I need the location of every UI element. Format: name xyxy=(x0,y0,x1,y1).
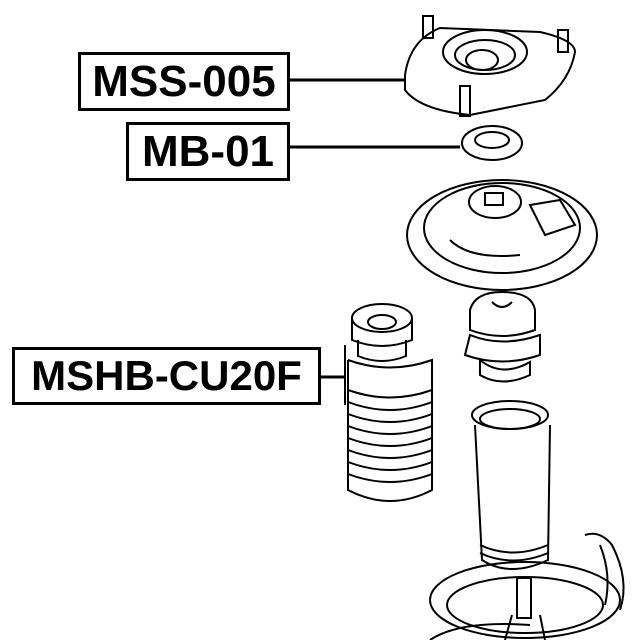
part-label-mb-01: MB-01 xyxy=(126,122,290,181)
strut-mount-top xyxy=(404,15,577,117)
coil-spring xyxy=(429,532,625,640)
part-number: MSHB-CU20F xyxy=(31,352,302,399)
dust-cover-tube xyxy=(471,400,551,570)
spring-seat xyxy=(406,179,598,291)
strut-bearing xyxy=(461,125,523,161)
part-label-mss-005: MSS-005 xyxy=(78,52,290,111)
part-number: MB-01 xyxy=(141,126,275,176)
bump-stop xyxy=(463,290,541,383)
part-number: MSS-005 xyxy=(92,56,276,106)
part-label-mshb-cu20f: MSHB-CU20F xyxy=(12,347,321,405)
dust-boot-bellows xyxy=(347,303,433,502)
